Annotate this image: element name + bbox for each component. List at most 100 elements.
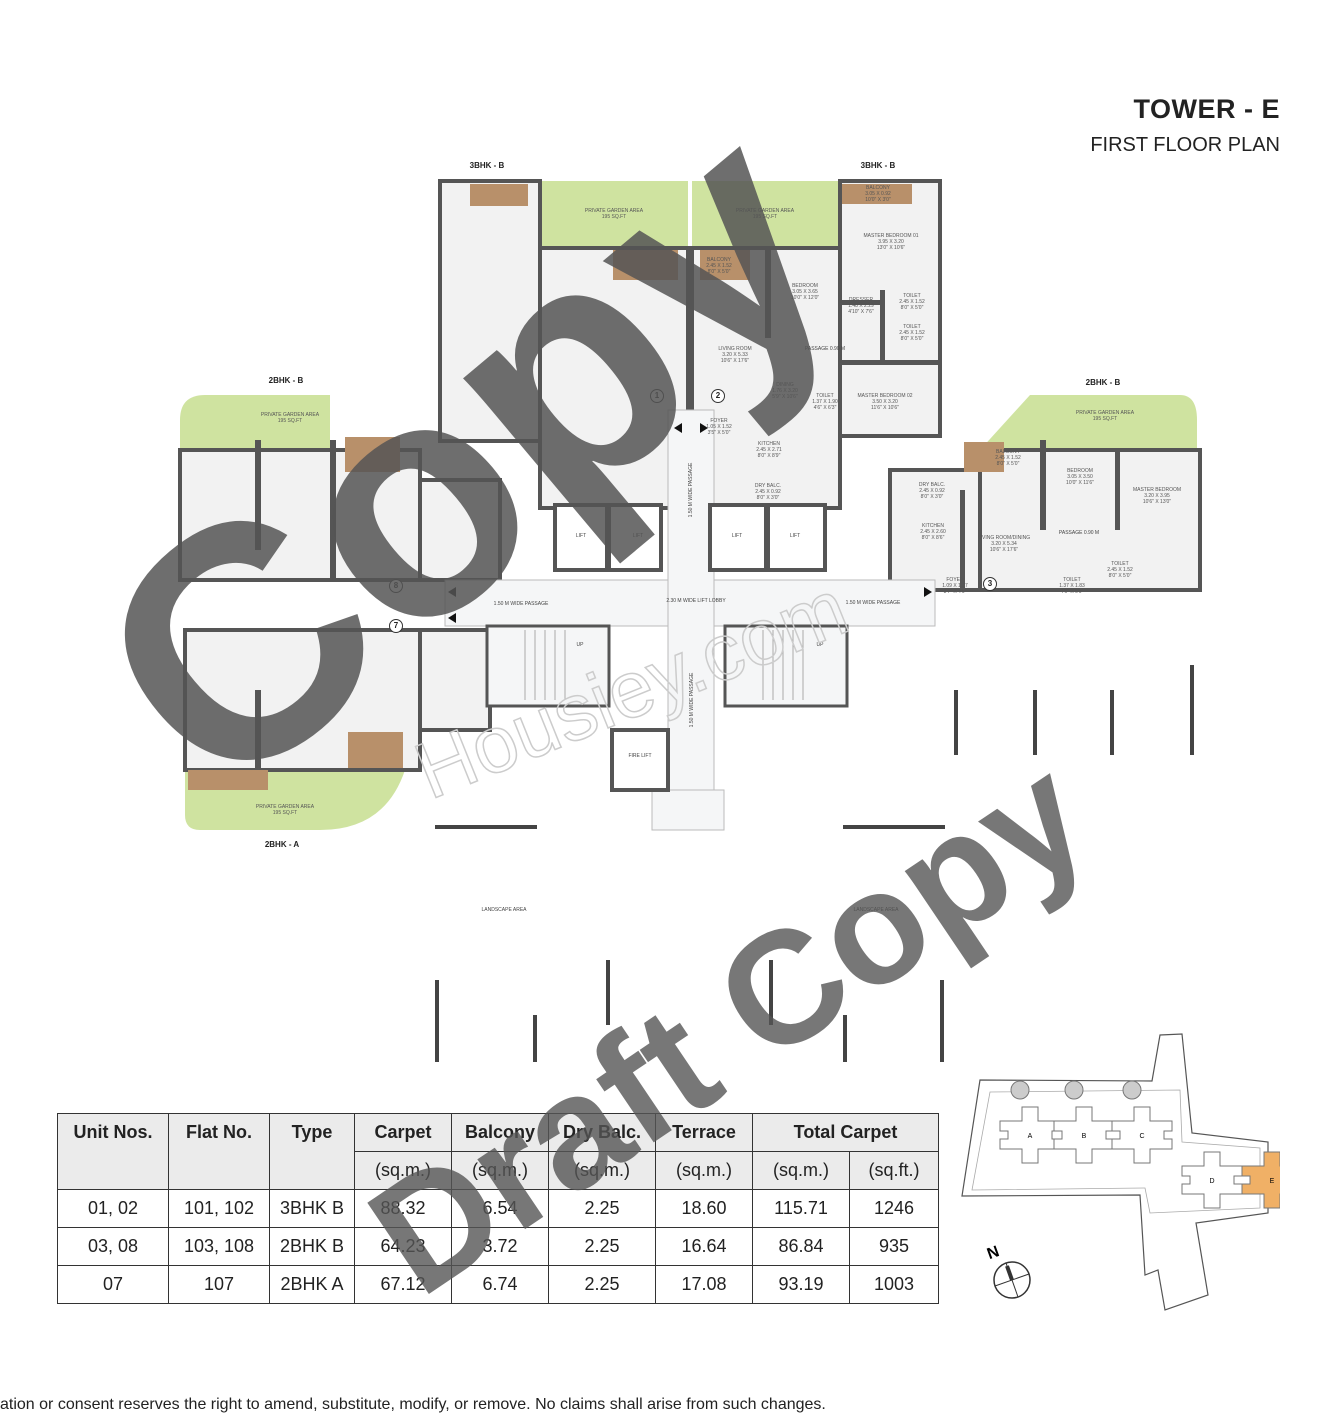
fire-lift-label: FIRE LIFT bbox=[628, 753, 652, 759]
table-cell: 2BHK A bbox=[269, 1265, 355, 1304]
passage-label: 1.50 M WIDE PASSAGE bbox=[689, 672, 695, 728]
unit-label: 2BHK - B bbox=[268, 376, 304, 385]
area-table: Unit Nos. Flat No. Type Carpet Balcony D… bbox=[57, 1113, 939, 1304]
lift-label: LIFT bbox=[789, 533, 801, 539]
key-plan-tower-label: D bbox=[1209, 1178, 1214, 1185]
floor-plan bbox=[178, 179, 1202, 1062]
subheader-cell: (sq.m.) bbox=[451, 1151, 549, 1190]
subheader-cell: (sq.m.) bbox=[354, 1151, 452, 1190]
key-plan-tower-label: A bbox=[1028, 1133, 1033, 1140]
unit-label: 3BHK - B bbox=[469, 161, 505, 170]
stair-up-label: UP bbox=[576, 642, 584, 648]
unit-label: 3BHK - B bbox=[860, 161, 896, 170]
table-cell: 115.71 bbox=[752, 1189, 850, 1228]
unit-number: 7 bbox=[389, 619, 403, 633]
table-cell: 88.32 bbox=[354, 1189, 452, 1228]
passage-label: 1.50 M WIDE PASSAGE bbox=[493, 601, 549, 607]
table-cell: 103, 108 bbox=[168, 1227, 270, 1266]
subheader-cell: (sq.m.) bbox=[655, 1151, 753, 1190]
room-label: PASSAGE 0.90 M bbox=[1058, 530, 1100, 536]
table-cell: 17.08 bbox=[655, 1265, 753, 1304]
subheader-cell: (sq.m.) bbox=[752, 1151, 850, 1190]
floor-plan-subtitle: FIRST FLOOR PLAN bbox=[1090, 134, 1280, 156]
entry-arrows bbox=[448, 423, 932, 623]
tower-title: TOWER - E bbox=[1133, 94, 1280, 124]
lift-lobby-label: 2.30 M WIDE LIFT LOBBY bbox=[666, 598, 726, 604]
table-cell: 2.25 bbox=[548, 1227, 656, 1266]
table-cell: 16.64 bbox=[655, 1227, 753, 1266]
table-cell: 07 bbox=[57, 1265, 169, 1304]
key-plan-tower bbox=[1111, 1106, 1173, 1164]
table-cell: 18.60 bbox=[655, 1189, 753, 1228]
stairs bbox=[485, 624, 849, 708]
table-cell: 6.54 bbox=[451, 1189, 549, 1228]
room-label: DRY BALC.2.45 X 0.92 8'0" X 3'0" bbox=[754, 483, 782, 501]
inner-walls bbox=[255, 248, 1120, 770]
lift-label: LIFT bbox=[575, 533, 587, 539]
table-cell: 107 bbox=[168, 1265, 270, 1304]
table-cell: 86.84 bbox=[752, 1227, 850, 1266]
passage-label: 1.50 M WIDE PASSAGE bbox=[845, 600, 901, 606]
header-cell: Carpet bbox=[354, 1113, 452, 1152]
table-cell: 1003 bbox=[849, 1265, 939, 1304]
unit-number: 1 bbox=[650, 389, 664, 403]
unit-number: 8 bbox=[389, 579, 403, 593]
table-cell: 03, 08 bbox=[57, 1227, 169, 1266]
header-cell: Type bbox=[269, 1113, 355, 1190]
table-cell: 01, 02 bbox=[57, 1189, 169, 1228]
table-cell: 2BHK B bbox=[269, 1227, 355, 1266]
table-cell: 67.12 bbox=[354, 1265, 452, 1304]
compass-icon bbox=[993, 1261, 1031, 1299]
table-cell: 64.23 bbox=[354, 1227, 452, 1266]
table-cell: 2.25 bbox=[548, 1189, 656, 1228]
table-cell: 6.74 bbox=[451, 1265, 549, 1304]
table-cell: 101, 102 bbox=[168, 1189, 270, 1228]
header-cell: Balcony bbox=[451, 1113, 549, 1152]
header-cell: Dry Balc. bbox=[548, 1113, 656, 1152]
key-plan-tower-label: E bbox=[1270, 1178, 1275, 1185]
lift-label: LIFT bbox=[731, 533, 743, 539]
room-label: DRY BALC.2.45 X 0.92 8'0" X 3'0" bbox=[918, 482, 946, 500]
table-cell: 3.72 bbox=[451, 1227, 549, 1266]
header-cell: Terrace bbox=[655, 1113, 753, 1152]
lifts bbox=[553, 503, 827, 792]
table-cell: 935 bbox=[849, 1227, 939, 1266]
core bbox=[444, 409, 936, 831]
table-cell: 2.25 bbox=[548, 1265, 656, 1304]
table-cell: 93.19 bbox=[752, 1265, 850, 1304]
landscape-label: LANDSCAPE AREA bbox=[481, 907, 527, 913]
unit-outlines bbox=[178, 179, 1202, 772]
subheader-cell: (sq.m.) bbox=[548, 1151, 656, 1190]
table-cell: 1246 bbox=[849, 1189, 939, 1228]
header-cell: Total Carpet bbox=[752, 1113, 939, 1152]
header-cell: Unit Nos. bbox=[57, 1113, 169, 1190]
landscape-label: LANDSCAPE AREA bbox=[853, 907, 899, 913]
disclaimer-footer: ation or consent reserves the right to a… bbox=[0, 1396, 826, 1413]
private-gardens bbox=[180, 181, 1197, 830]
key-plan-tower-label: C bbox=[1139, 1133, 1144, 1140]
unit-label: 2BHK - B bbox=[1085, 378, 1121, 387]
unit-number: 2 bbox=[711, 389, 725, 403]
